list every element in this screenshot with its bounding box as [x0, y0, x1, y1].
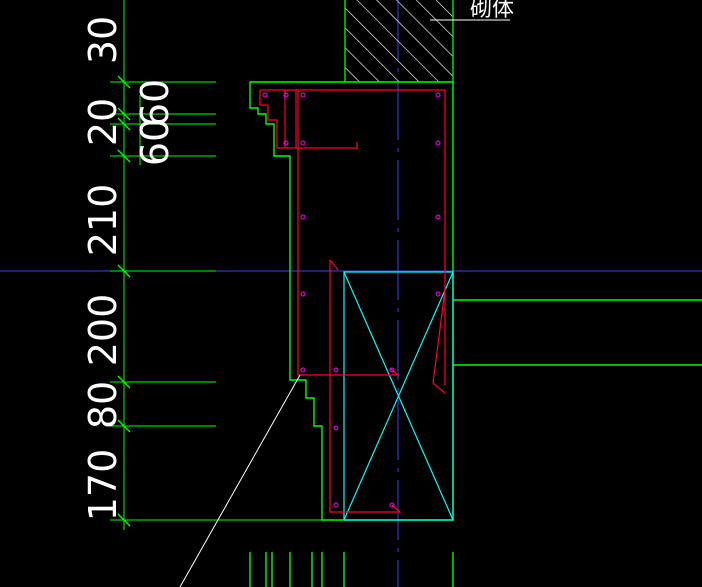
rebar-dot — [283, 140, 289, 146]
rebar-dot — [435, 140, 441, 146]
top-stirrup — [260, 89, 446, 385]
dim-210: 210 — [81, 184, 125, 257]
rebar-dot — [300, 214, 306, 220]
rebar-dot — [435, 92, 441, 98]
dim-200: 200 — [81, 294, 125, 367]
rebar-dot — [389, 367, 395, 373]
dim-60-b: 60 — [133, 118, 177, 166]
lower-stirrup — [329, 260, 402, 513]
column-section — [343, 271, 454, 521]
rebar-dot — [300, 367, 306, 373]
rebar-dot — [300, 140, 306, 146]
dimension-lines — [110, 0, 322, 530]
rebar-dot — [300, 291, 306, 297]
rebar-dots — [262, 92, 441, 508]
top-stirrup-left — [259, 90, 358, 149]
rebar-dot — [435, 214, 441, 220]
bottom-marks — [249, 552, 454, 587]
dim-30: 30 — [81, 16, 125, 64]
dim-170: 170 — [81, 449, 125, 522]
rebar-dot — [333, 502, 339, 508]
dim-80: 80 — [81, 381, 125, 429]
main-stirrup — [297, 90, 400, 376]
wall-annotation: 砌体 — [430, 0, 514, 22]
concrete-outline — [249, 81, 702, 521]
rebar-dot — [435, 291, 441, 297]
dim-60-a: 60 — [133, 79, 177, 127]
leader-line — [179, 374, 301, 587]
rebar-lines — [259, 89, 446, 513]
rebar-dot — [333, 425, 339, 431]
rebar-dot — [333, 367, 339, 373]
rebar-dot — [300, 92, 306, 98]
dimension-labels: 30 60 20 60 210 200 80 170 — [81, 16, 177, 521]
masonry-wall — [344, 0, 454, 82]
rebar-dot — [283, 92, 289, 98]
wall-annotation-text: 砌体 — [470, 0, 514, 22]
dim-20: 20 — [81, 98, 125, 146]
rebar-dot — [262, 92, 268, 98]
rebar-dot — [389, 502, 395, 508]
